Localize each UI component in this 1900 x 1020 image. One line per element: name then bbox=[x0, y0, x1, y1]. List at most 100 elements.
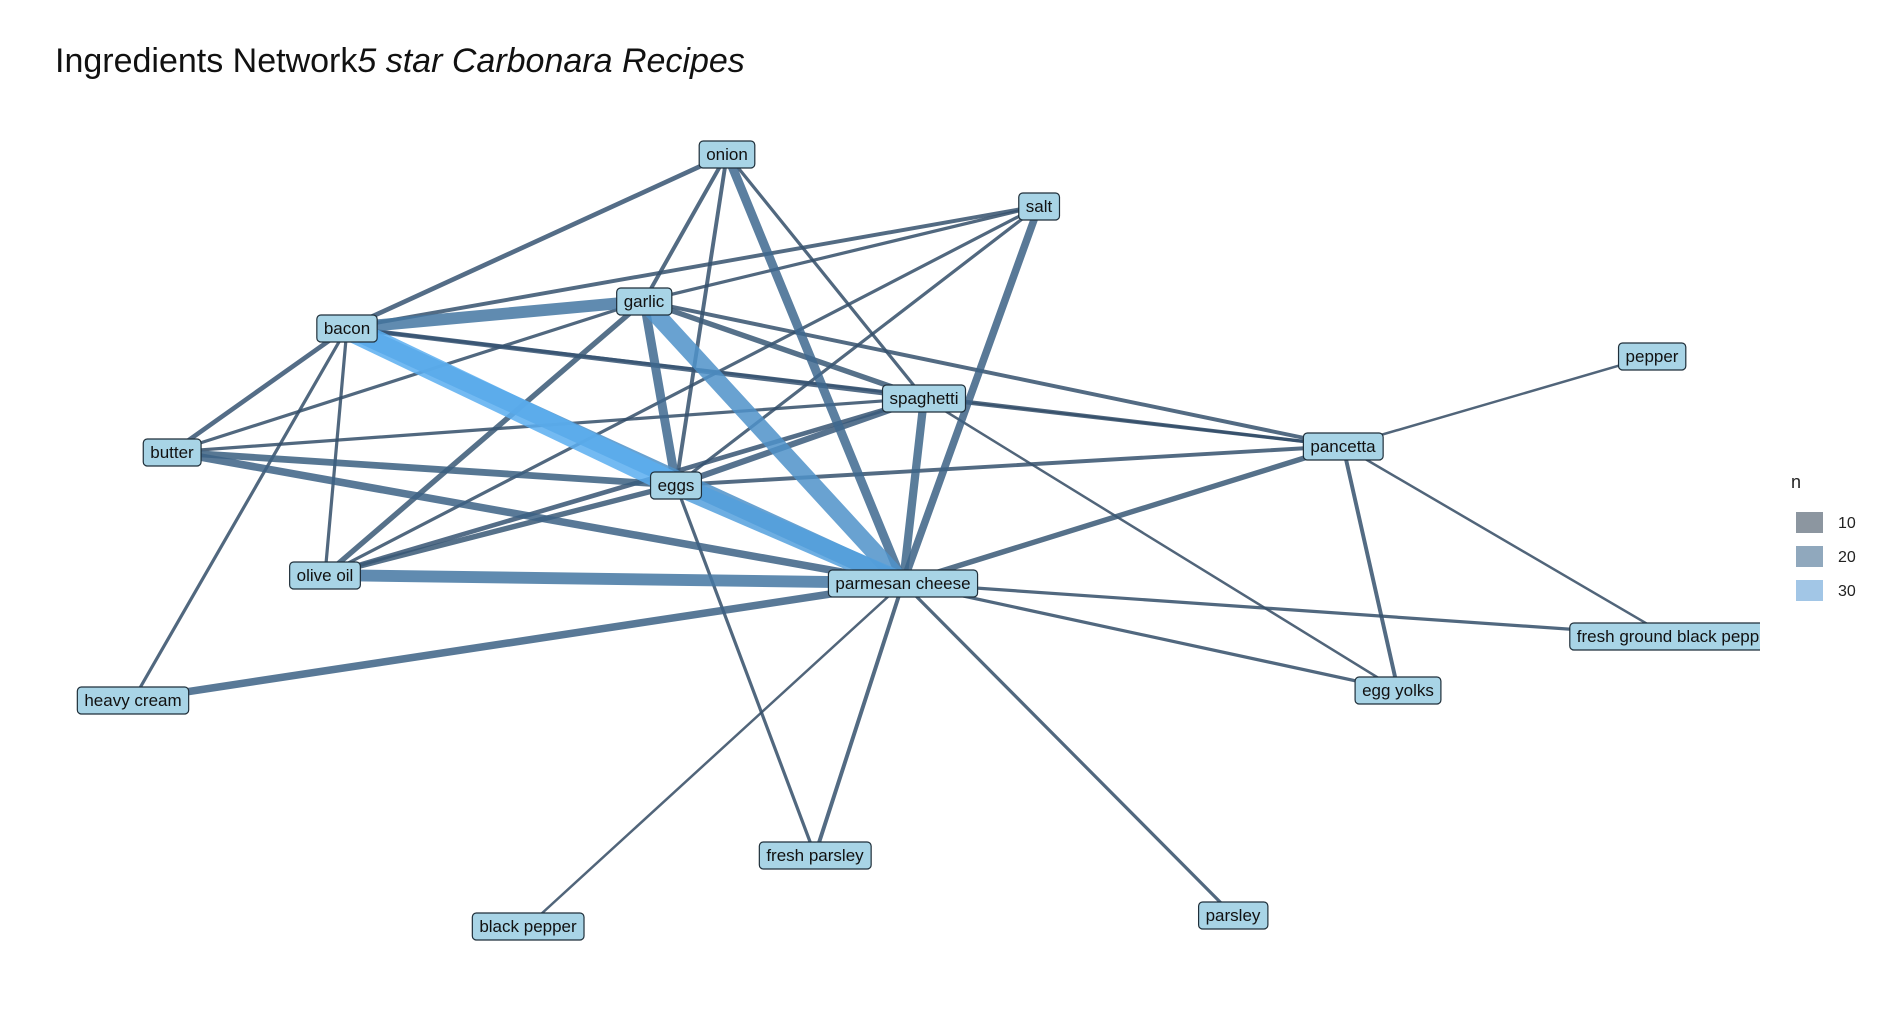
edge-butter-eggs bbox=[168, 448, 680, 489]
node-label: pancetta bbox=[1310, 437, 1376, 456]
node-box bbox=[1302, 432, 1384, 461]
node-layer: onion salt garlic bacon pepper spaghetti butte… bbox=[76, 140, 1760, 941]
node-label: salt bbox=[1026, 197, 1053, 216]
node-pepper: pepper bbox=[1617, 342, 1687, 371]
edge-pancetta-egg_yolks bbox=[1341, 444, 1400, 692]
edge-onion-garlic bbox=[642, 152, 729, 303]
edge-bacon-eggs bbox=[335, 316, 688, 497]
edge-onion-spaghetti bbox=[725, 152, 926, 400]
node-onion: onion bbox=[698, 140, 756, 169]
legend-label-10: 10 bbox=[1838, 515, 1856, 532]
node-black-pepper: black pepper bbox=[471, 912, 585, 941]
node-label: fresh ground black pepp bbox=[1577, 627, 1759, 646]
edge-layer bbox=[129, 149, 1670, 928]
node-pancetta: pancetta bbox=[1302, 432, 1384, 461]
node-butter: butter bbox=[142, 438, 202, 467]
node-label: onion bbox=[706, 145, 748, 164]
legend-title: n bbox=[1791, 472, 1801, 492]
node-label: parsley bbox=[1206, 906, 1261, 925]
node-box bbox=[471, 912, 585, 941]
edge-parmesan_cheese-parsley bbox=[901, 581, 1235, 917]
edge-salt-parmesan_cheese bbox=[899, 202, 1043, 587]
node-egg-yolks: egg yolks bbox=[1354, 676, 1442, 705]
edge-garlic-eggs bbox=[639, 296, 681, 490]
node-label: bacon bbox=[324, 319, 370, 338]
node-label: heavy cream bbox=[84, 691, 181, 710]
legend-swatch-10 bbox=[1796, 512, 1823, 533]
node-box bbox=[1617, 342, 1687, 371]
edge-bacon-spaghetti bbox=[344, 325, 927, 401]
edge-butter-garlic bbox=[170, 299, 646, 454]
edge-pancetta-pepper bbox=[1341, 354, 1654, 448]
node-box bbox=[1569, 622, 1760, 651]
legend-swatch-20 bbox=[1796, 546, 1823, 567]
edge-spaghetti-parmesan_cheese bbox=[898, 393, 929, 588]
legend-swatch-30 bbox=[1796, 580, 1823, 601]
node-label: black pepper bbox=[479, 917, 577, 936]
edge-parmesan_cheese-fresh_ground_black_pepper bbox=[901, 581, 1670, 638]
node-box bbox=[827, 569, 979, 598]
node-heavy-cream: heavy cream bbox=[76, 686, 190, 715]
node-spaghetti: spaghetti bbox=[881, 384, 967, 413]
edge-parmesan_cheese-egg_yolks bbox=[901, 581, 1400, 692]
node-olive-oil: olive oil bbox=[289, 561, 361, 590]
node-label: parmesan cheese bbox=[835, 574, 970, 593]
legend-label-30: 30 bbox=[1838, 583, 1856, 600]
edge-heavy_cream-parmesan_cheese bbox=[129, 579, 907, 704]
node-fresh-ground-black-pepper: fresh ground black pepp bbox=[1569, 622, 1760, 651]
edge-bacon-garlic bbox=[341, 295, 650, 334]
legend-label-20: 20 bbox=[1838, 549, 1856, 566]
chart-title: Ingredients Network5 star Carbonara Reci… bbox=[55, 42, 745, 81]
edge-olive_oil-spaghetti bbox=[322, 395, 927, 578]
edge-butter-bacon bbox=[169, 325, 350, 455]
node-box bbox=[649, 471, 703, 500]
node-eggs: eggs bbox=[649, 471, 703, 500]
edge-salt-bacon bbox=[345, 204, 1041, 330]
node-parsley: parsley bbox=[1197, 901, 1269, 930]
edge-parmesan_cheese-black_pepper bbox=[526, 581, 905, 928]
node-box bbox=[76, 686, 190, 715]
node-label: egg yolks bbox=[1362, 681, 1434, 700]
edge-olive_oil-parmesan_cheese bbox=[319, 569, 909, 589]
edge-bacon-olive_oil bbox=[323, 326, 349, 577]
title-subtitle: 5 star Carbonara Recipes bbox=[357, 42, 745, 80]
edge-onion-bacon bbox=[344, 151, 730, 331]
edge-olive_oil-eggs bbox=[322, 482, 679, 578]
edge-spaghetti-egg_yolks bbox=[922, 396, 1400, 692]
node-parmesan-cheese: parmesan cheese bbox=[827, 569, 979, 598]
edge-salt-garlic bbox=[642, 204, 1041, 303]
edge-garlic-parmesan_cheese bbox=[635, 292, 912, 592]
node-box bbox=[758, 841, 872, 870]
node-box bbox=[1197, 901, 1269, 930]
edge-parmesan_cheese-fresh_parsley bbox=[813, 581, 905, 857]
edge-eggs-parmesan_cheese bbox=[665, 474, 914, 594]
edge-garlic-pancetta bbox=[642, 299, 1345, 448]
edge-salt-olive_oil bbox=[323, 204, 1041, 577]
node-box bbox=[881, 384, 967, 413]
node-bacon: bacon bbox=[316, 314, 378, 343]
node-label: spaghetti bbox=[890, 389, 959, 408]
node-box bbox=[142, 438, 202, 467]
edge-pancetta-fresh_ground_black_pepper bbox=[1341, 444, 1670, 638]
node-box bbox=[616, 287, 673, 316]
edge-eggs-pancetta bbox=[674, 444, 1345, 487]
title-main: Ingredients Network bbox=[55, 42, 358, 80]
edge-spaghetti-eggs bbox=[672, 394, 928, 489]
node-fresh-parsley: fresh parsley bbox=[758, 841, 872, 870]
node-box bbox=[316, 314, 378, 343]
node-box bbox=[1354, 676, 1442, 705]
node-box bbox=[1018, 192, 1061, 221]
node-label: eggs bbox=[658, 476, 695, 495]
edge-olive_oil-garlic bbox=[322, 298, 647, 578]
edge-spaghetti-pancetta bbox=[922, 396, 1345, 448]
edge-butter-parmesan_cheese bbox=[168, 448, 907, 587]
node-box bbox=[698, 140, 756, 169]
node-garlic: garlic bbox=[616, 287, 673, 316]
node-label: fresh parsley bbox=[766, 846, 864, 865]
legend: n 10 20 30 bbox=[1791, 472, 1856, 601]
edge-garlic-spaghetti bbox=[641, 298, 927, 401]
edge-onion-parmesan_cheese bbox=[722, 149, 908, 588]
node-salt: salt bbox=[1018, 192, 1061, 221]
